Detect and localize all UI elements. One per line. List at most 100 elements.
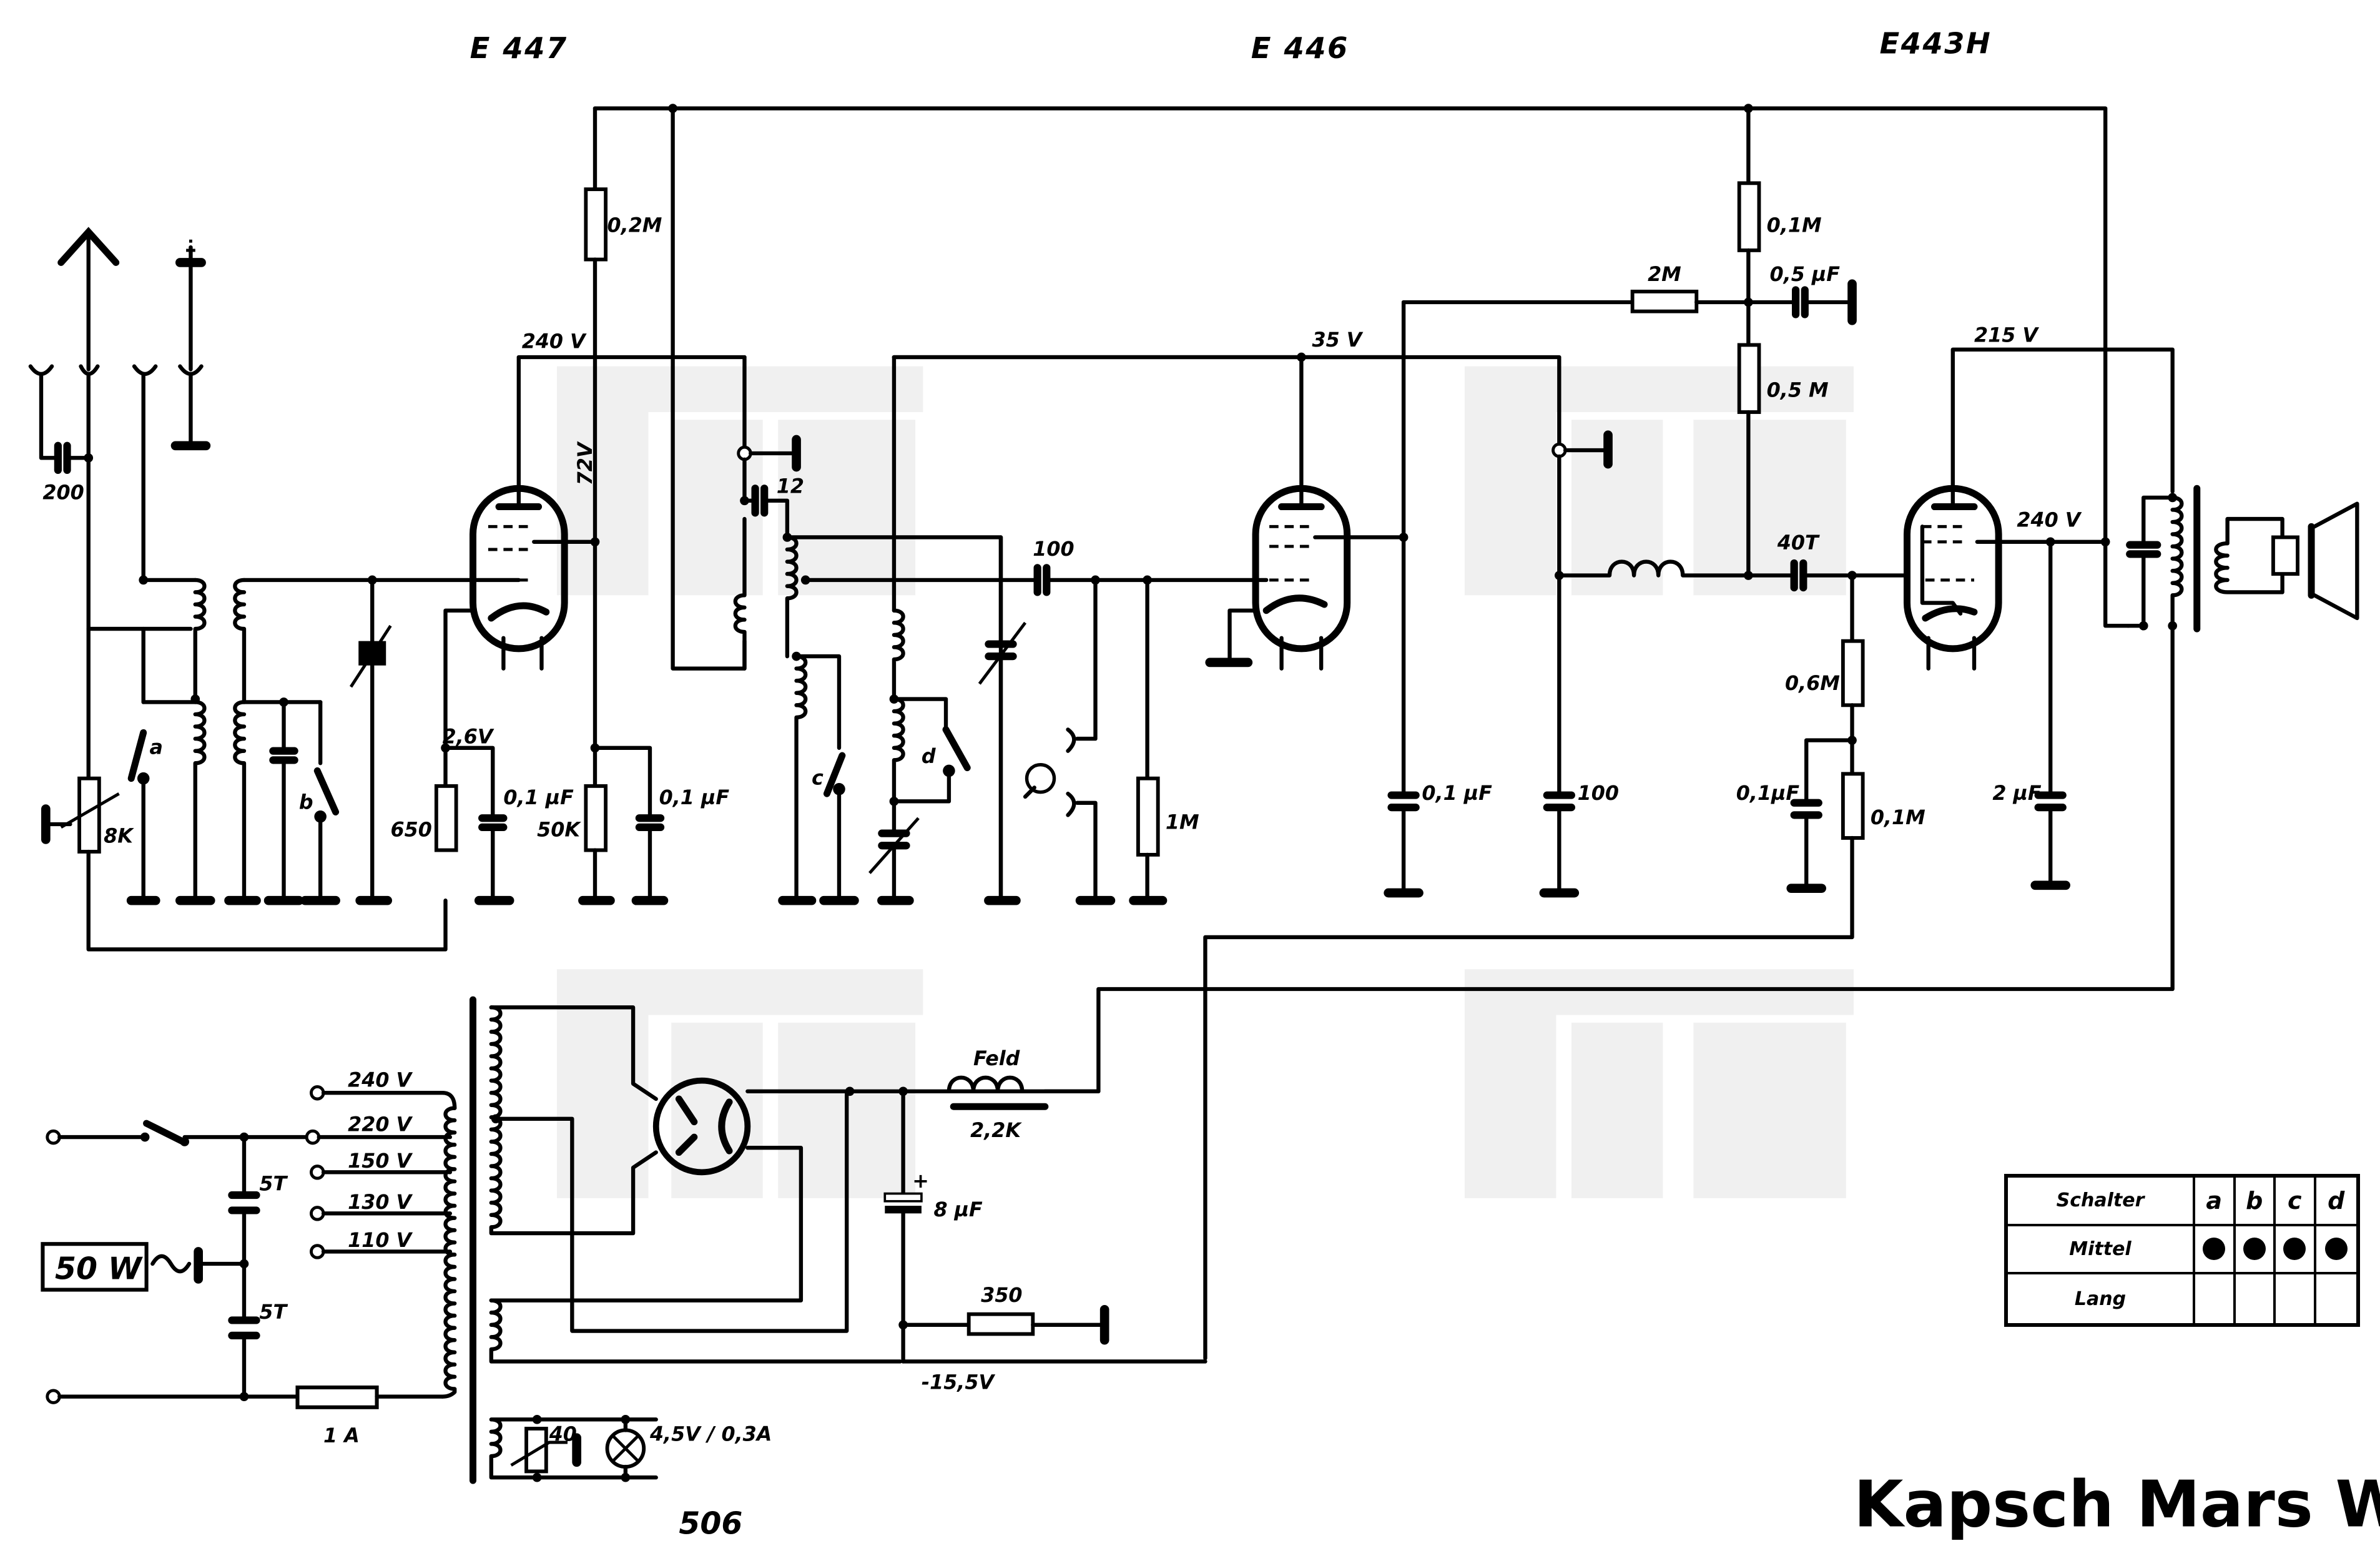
label-mains-220: 220 V [348,1113,413,1136]
switch-c-blade [823,752,846,797]
label-mains-150: 150 V [348,1150,413,1173]
label-r-pilot-40: 40 [549,1424,577,1446]
label-switch-a: a [149,737,162,759]
table-cell [2276,1274,2316,1323]
table-cell [2195,1226,2236,1275]
tube-e446 [1205,352,1409,671]
label-r-01m-top: 0,1M [1767,215,1822,237]
label-switch-b: b [299,792,313,814]
label-v-anode-240: 240 V [522,330,587,353]
power-transformer: 40 4,5V / 0,3A [440,996,902,1484]
switch-d-blade [942,726,971,772]
detector-grid-network: 100 1M [1023,538,1269,905]
label-v-out-215: 215 V [1974,325,2039,347]
table-cell [2276,1226,2316,1275]
pickup-socket-icon [1025,762,1056,794]
output-bias-network: 0,6M 0,1µF 0,1M [1203,573,1925,1361]
label-c-cathode: 0,1 µF [503,787,574,809]
watermark-top-right [1464,366,1854,596]
input-coil-set: a b 8K [41,575,521,952]
interstage-coils: 12 c d [671,106,1406,905]
label-c-05uf: 0,5 µF [1770,263,1841,286]
label-c-screen: 0,1 µF [659,787,730,809]
label-c-antenna: 200 [42,481,84,504]
table-cell [2195,1274,2236,1323]
position-dot-icon [2203,1238,2226,1261]
label-c-2uf: 2 µF [1992,782,2042,805]
label-field-coil: Feld [973,1048,1020,1070]
table-cell [2235,1226,2276,1275]
label-v-neg: -15,5V [922,1371,996,1394]
label-power-box: 50 W [55,1251,143,1286]
detector-feed-network: 0,1 µF 2M 0,1M 0,5 µF 0,5 M 100 40T [892,106,1909,898]
plus-sign: + [912,1170,929,1193]
mains-taps: 240 V 220 V 150 V 130 V 110 V [310,1069,457,1259]
table-row-label-mittel: Mittel [2008,1226,2195,1275]
tube-label-e446: E 446 [1251,31,1349,65]
label-r-50k: 50K [537,819,581,842]
label-v-cathode: 2,6V [443,726,494,748]
table-cell [2316,1274,2357,1323]
label-mains-130: 130 V [348,1191,413,1214]
label-c-5t-top: 5T [259,1173,288,1196]
label-r-05m: 0,5 M [1767,380,1829,402]
cathode-network-e447: 2,6V 650 0,1 µF [391,726,574,905]
position-dot-icon [2324,1238,2348,1261]
sheet-number: 506 [679,1506,742,1542]
table-col-b: b [2235,1178,2276,1226]
position-dot-icon [2243,1238,2266,1261]
label-fuse: 1 A [323,1425,360,1447]
label-mains-110: 110 V [348,1229,413,1252]
power-rating-box [41,1242,149,1292]
switch-b-blade [313,767,340,815]
output-transformer [1043,485,2359,1093]
label-v-out-240: 240 V [2017,509,2082,531]
table-cell [2316,1226,2356,1275]
schematic-title: Kapsch Mars W [1854,1467,2380,1542]
tube-label-e447: E 447 [470,31,568,65]
mains-switch-blade [143,1120,187,1145]
label-v-det-35: 35 V [1312,329,1363,352]
table-col-a: a [2195,1178,2236,1226]
table-row-label-lang: Lang [2008,1274,2195,1323]
table-header-label: Schalter [2008,1178,2195,1226]
ht-rail [593,104,2130,628]
antenna-section: 200 [28,227,211,631]
filter-section: + 8 µF Feld 2,2K 350 -15,5V [883,1048,1207,1394]
label-c-100: 100 [1033,538,1074,561]
screen-network-e447: 0,2M 50K 0,1 µF [537,106,730,905]
mains-input: 5T 5T 50 W 1 A [41,1120,445,1447]
label-switch-d: d [922,746,936,768]
label-c-12: 12 [777,476,804,498]
rectifier-tube [652,1077,1101,1176]
table-cell [2236,1274,2276,1323]
label-r-2m: 2M [1648,263,1681,286]
position-dot-icon [2283,1238,2306,1261]
table-col-c: c [2276,1178,2316,1226]
label-r-350: 350 [981,1284,1022,1307]
label-mains-240: 240 V [348,1069,413,1091]
label-c-8uf: 8 µF [933,1199,983,1221]
label-c-5t-bottom: 5T [259,1301,288,1324]
switch-position-table: Schalter a b c d Mittel Lang [2004,1174,2360,1327]
label-r-1m: 1M [1166,811,1199,834]
watermark-bottom-right [1464,969,1854,1198]
label-c-01uf-bias: 0,1µF [1736,782,1800,805]
label-r-06m: 0,6M [1785,672,1840,695]
tube-e443h [1903,347,2175,890]
watermark-bottom-left [556,969,923,1198]
label-switch-c: c [812,767,824,789]
label-c-100-rf: 100 [1578,782,1619,805]
switch-a-blade [127,729,147,782]
table-col-d: d [2316,1178,2356,1226]
label-r-8k: 8K [104,825,134,847]
label-c-40t: 40T [1777,532,1820,554]
label-r-02m: 0,2M [607,215,662,237]
tube-e447 [443,355,747,735]
label-r-01m-bias: 0,1M [1871,807,1925,829]
label-r-650: 650 [391,819,432,842]
fuse-icon [295,1385,379,1409]
label-lamp: 4,5V / 0,3A [649,1424,772,1446]
watermark-top-left [556,366,923,596]
label-c-det-screen: 0,1 µF [1422,782,1492,805]
